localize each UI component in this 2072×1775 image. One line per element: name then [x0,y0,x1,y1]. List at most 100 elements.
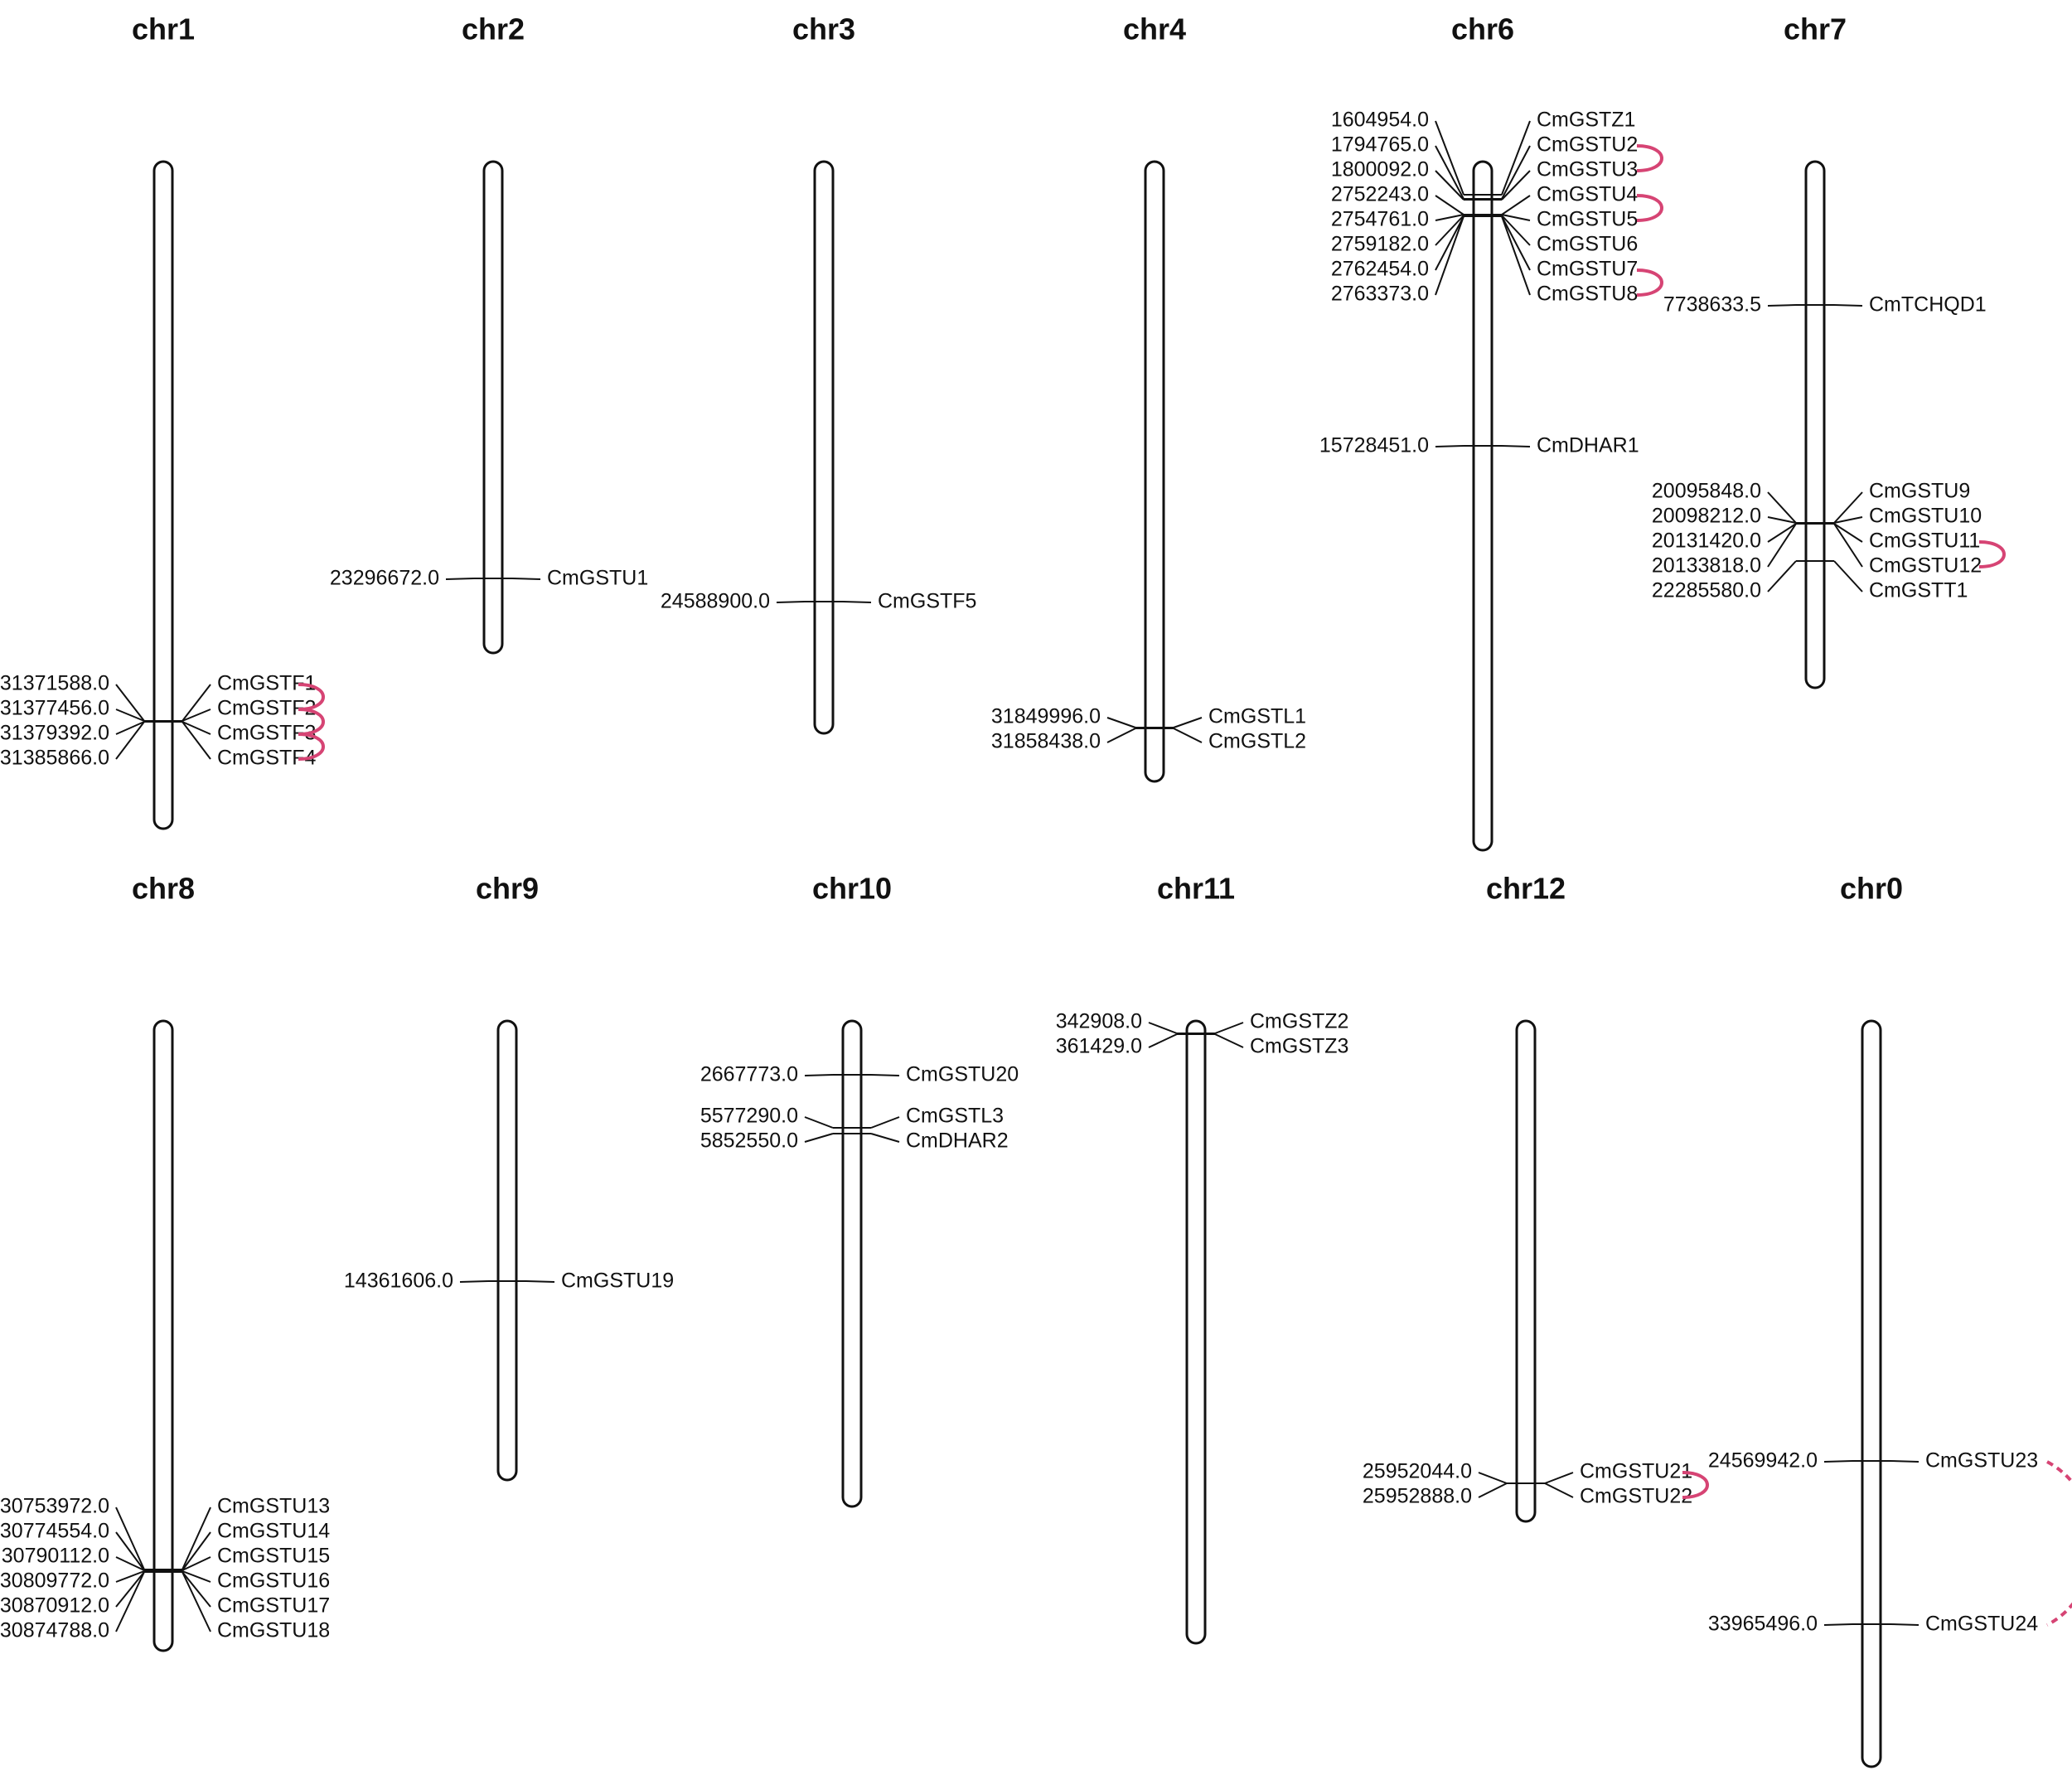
position-leader [1767,523,1797,568]
gene-position-label: 1604954.0 [1331,109,1429,132]
gene-leader [182,709,211,722]
duplication-link [1636,194,1663,222]
chromosome-title-chr11: chr11 [1157,872,1235,906]
position-leader [459,1280,489,1283]
gene-position-label: 14361606.0 [344,1270,453,1293]
gene-leader [182,1507,211,1570]
gene-name-label: CmGSTU9 [1869,480,1970,503]
gene-name-label: CmGSTZ3 [1250,1035,1348,1058]
position-leader [115,1570,145,1583]
chromosome-title-chr7: chr7 [1784,12,1847,46]
gene-name-label: CmGSTU19 [561,1270,674,1293]
chromosome-body-chr9 [496,1019,518,1482]
gene-marker-cmgstu18: 30874788.0 CmGSTU18 [0,1571,330,1642]
position-leader [1767,491,1797,524]
position-leader [804,1074,834,1076]
position-leader [1435,214,1464,221]
gene-position-label: 5852550.0 [700,1129,798,1153]
position-leader [1767,516,1797,524]
chromosome-body-chr11 [1185,1019,1207,1645]
gene-position-label: 22285580.0 [1652,579,1761,602]
gene-leader [182,1571,211,1632]
gene-leader [1173,717,1203,728]
gene-name-label: CmGSTU17 [217,1594,330,1618]
gene-position-label: 5577290.0 [700,1105,798,1128]
position-leader [1435,215,1464,246]
position-leader [1478,1482,1508,1498]
gene-name-label: CmGSTU3 [1537,158,1638,181]
position-leader [115,1556,145,1571]
gene-position-label: 2754761.0 [1331,208,1429,231]
gene-marker-cmgstu22: 25952888.0 CmGSTU22 [1363,1482,1692,1508]
gene-position-label: 25952888.0 [1363,1485,1472,1508]
chromosome-body-chr0 [1861,1019,1882,1768]
gene-marker-cmgstu5: 2754761.0 CmGSTU5 [1331,208,1638,231]
gene-name-label: CmGSTU14 [217,1520,330,1543]
gene-name-label: CmGSTU22 [1580,1485,1692,1508]
position-leader [1435,215,1464,271]
chromosome-body-chr1 [152,160,174,830]
chromosome-title-chr6: chr6 [1451,12,1514,46]
chromosome-title-chr3: chr3 [792,12,855,46]
gene-leader [1501,170,1531,201]
gene-name-label: CmGSTU16 [217,1569,330,1593]
gene-name-label: CmGSTU5 [1537,208,1638,231]
gene-name-label: CmGSTU21 [1580,1460,1692,1483]
position-leader [115,721,145,760]
position-leader [1435,145,1464,200]
gene-name-label: CmGSTL2 [1208,730,1306,753]
gene-position-label: 342908.0 [1056,1010,1142,1033]
gene-leader [1214,1022,1244,1034]
gene-name-label: CmGSTU12 [1869,554,1982,578]
duplication-link [1636,268,1663,297]
chromosome-body-chr6 [1472,160,1493,852]
chromosome-body-chr3 [813,160,835,735]
gene-leader [870,1116,900,1129]
gene-leader [1501,214,1531,221]
gene-position-label: 1794765.0 [1331,133,1429,157]
position-leader [1435,445,1464,447]
gene-name-label: CmGSTU18 [217,1619,330,1642]
chromosome-title-chr2: chr2 [462,12,525,46]
position-leader [1435,170,1464,201]
gene-leader [1833,516,1863,524]
gene-leader [1501,445,1531,447]
gene-position-label: 2752243.0 [1331,183,1429,206]
gene-name-label: CmGSTU11 [1869,530,1980,553]
chromosome-title-chr8: chr8 [132,872,195,906]
position-leader [115,709,145,722]
gene-leader [1501,215,1531,246]
gene-leader [870,1074,900,1076]
chromosome-title-chr0: chr0 [1840,872,1903,906]
position-leader [115,1507,145,1570]
gene-name-label: CmGSTU7 [1537,258,1638,281]
position-leader [1106,728,1136,743]
gene-position-label: 30870912.0 [0,1594,109,1618]
gene-name-label: CmDHAR1 [1537,434,1639,457]
gene-leader [1890,1623,1920,1626]
gene-position-label: 15728451.0 [1319,434,1429,457]
gene-name-label: CmGSTU8 [1537,283,1638,306]
gene-position-label: 30874788.0 [0,1619,109,1642]
position-leader [115,684,145,722]
position-leader [1106,717,1136,728]
gene-leader [1214,1033,1244,1048]
